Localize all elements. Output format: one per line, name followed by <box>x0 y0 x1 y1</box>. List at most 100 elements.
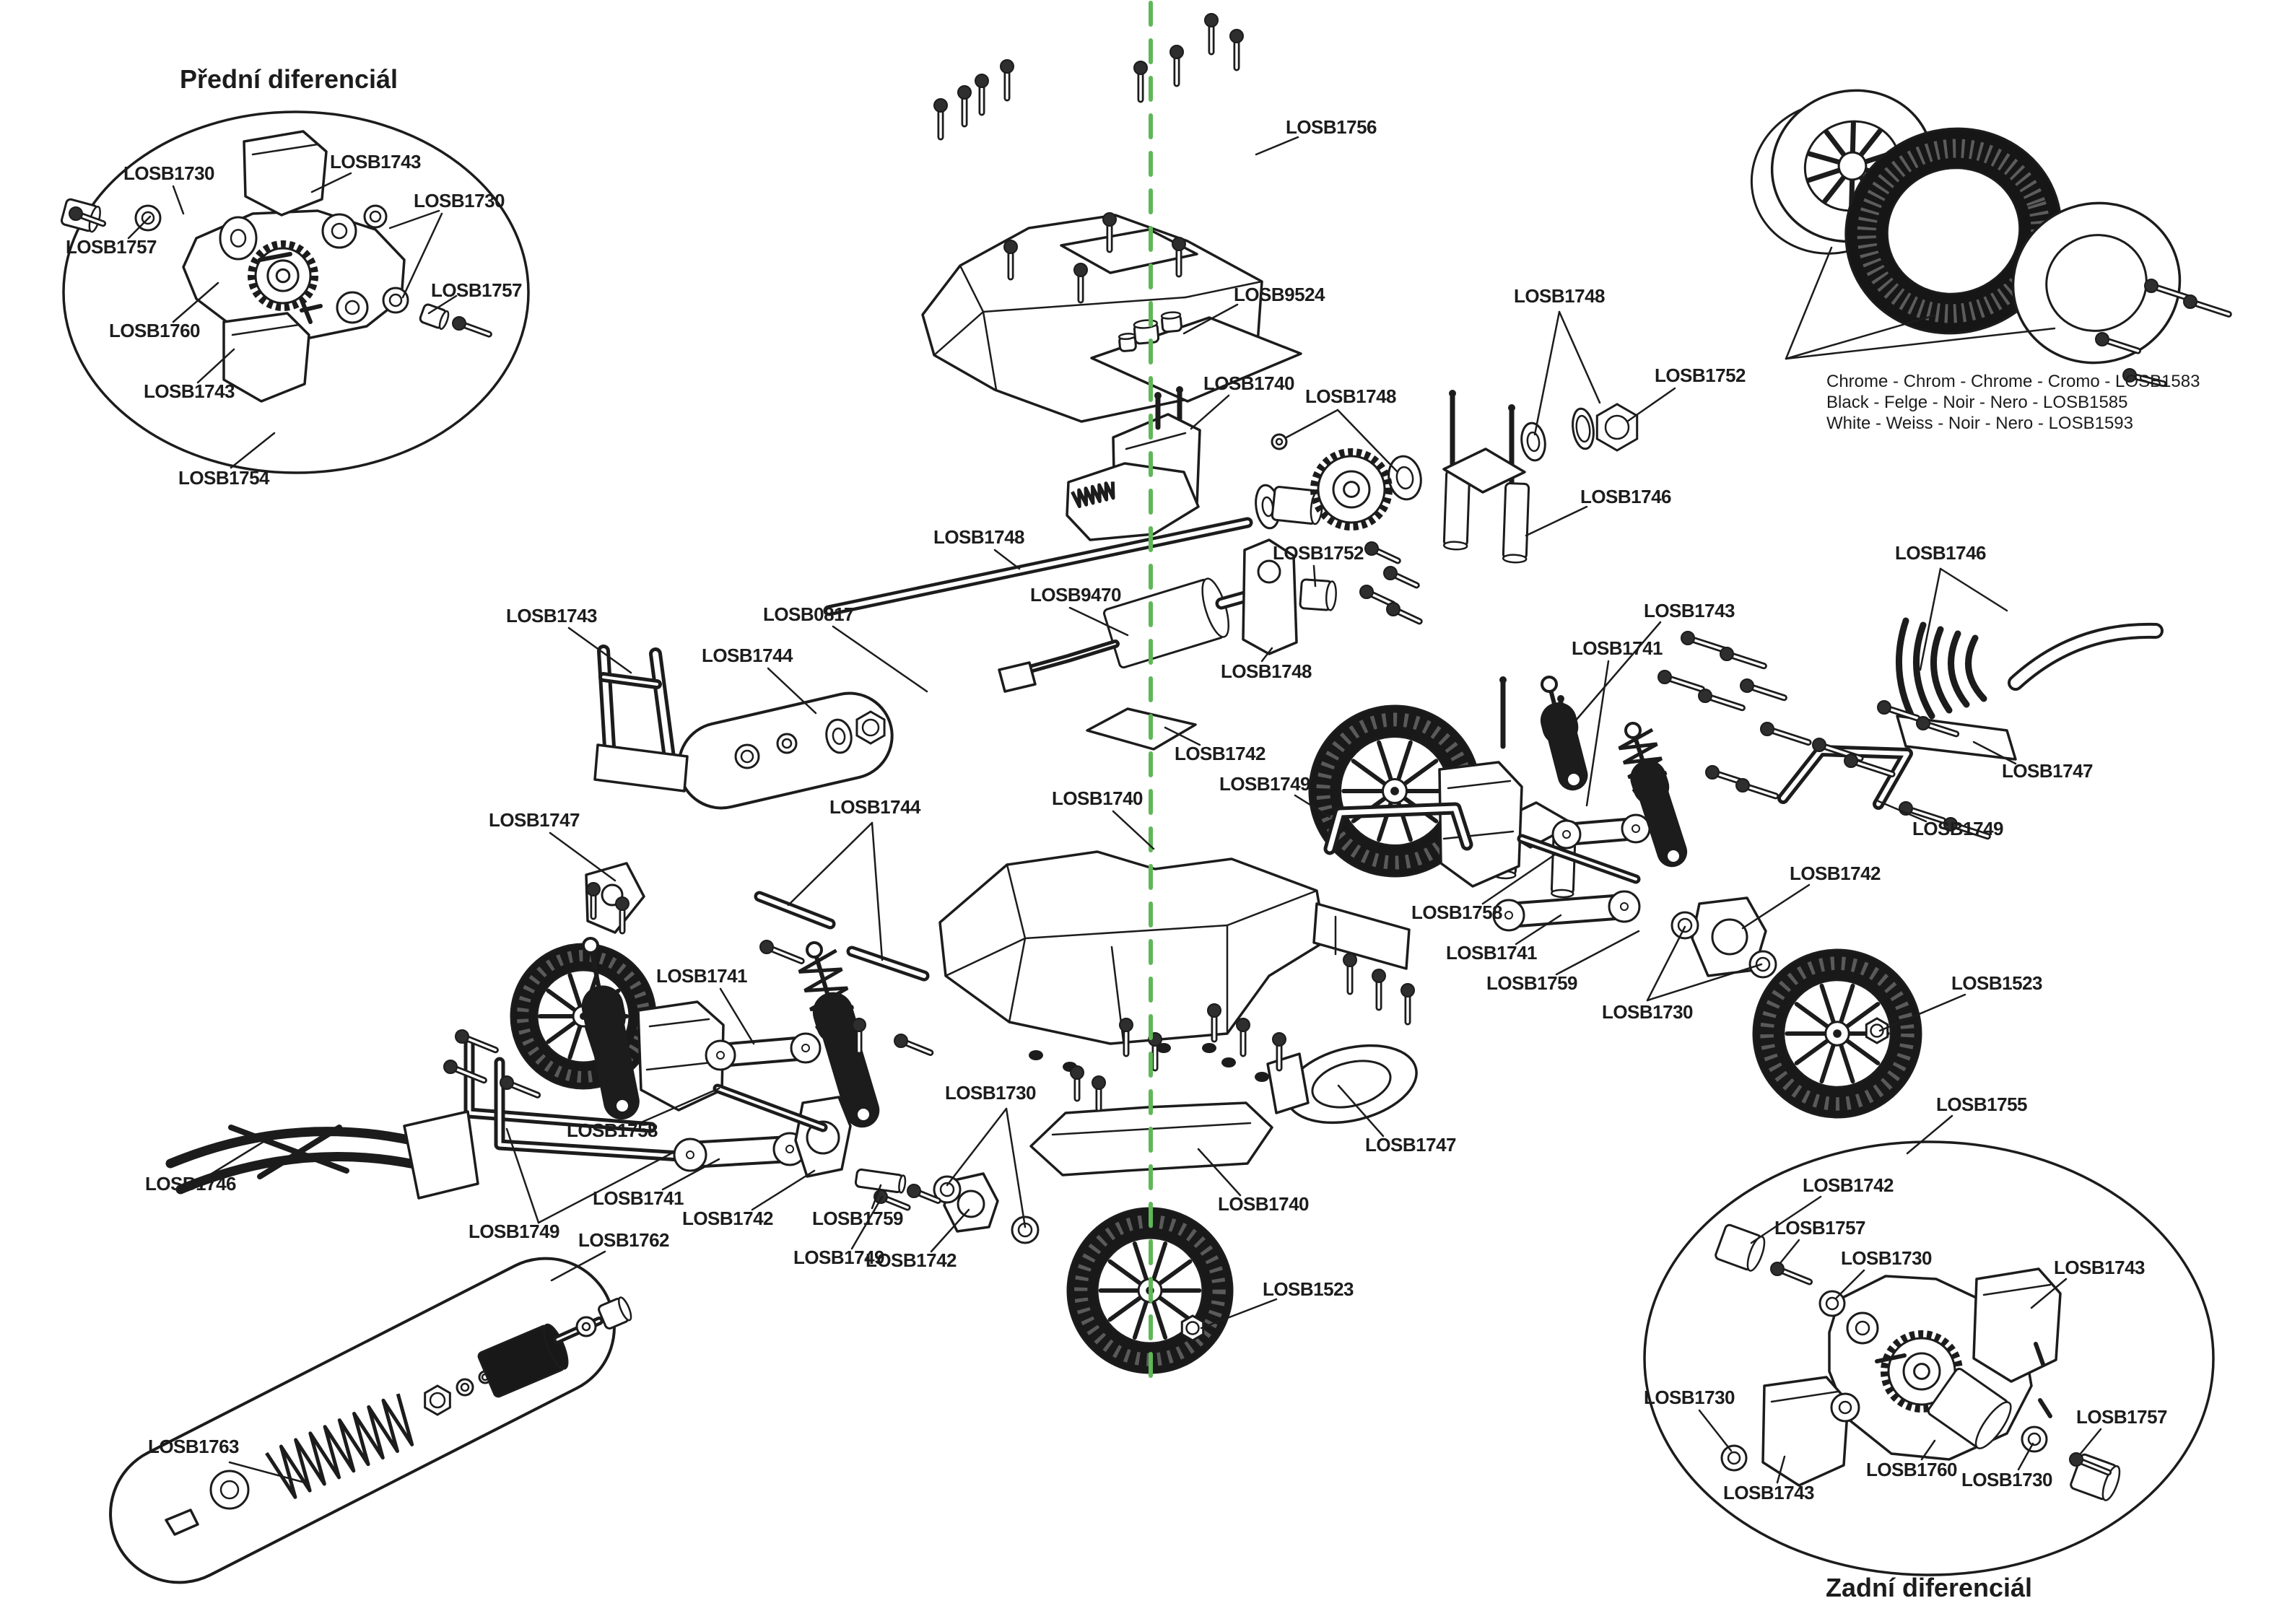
wheel-tire <box>1403 759 1439 786</box>
wheel-tire <box>1107 1259 1143 1285</box>
offroad-tire <box>1886 167 2021 295</box>
gearbox-half <box>1982 1283 2052 1296</box>
wheel-tire <box>1839 1043 1855 1084</box>
wheel-option-black: Black - Felge - Noir - Nero - LOSB1585 <box>1826 393 2127 412</box>
bearing <box>939 1182 955 1197</box>
leader-line <box>1626 387 1676 423</box>
part-label: LOSB1743 <box>506 605 597 627</box>
gearbox <box>648 1018 710 1028</box>
upper-arm <box>801 1044 810 1052</box>
part-label: LOSB1760 <box>109 320 200 341</box>
chassis-cover <box>933 310 985 357</box>
pinion-bushing <box>1325 580 1337 611</box>
bearing <box>1755 956 1771 972</box>
chassis-nuts <box>1221 1057 1236 1068</box>
rear-skid-fins <box>1965 634 1987 702</box>
leader-line <box>1112 810 1155 850</box>
wheel-tire <box>1390 787 1399 795</box>
diff-cross-pins <box>2034 1342 2045 1366</box>
part-label: LOSB1754 <box>178 467 270 489</box>
bearing <box>2027 1432 2042 1446</box>
part-label: LOSB1757 <box>2076 1406 2167 1428</box>
leader-line <box>1785 327 2056 360</box>
bearing <box>369 210 382 223</box>
leader-line <box>871 821 884 961</box>
leader-line <box>2030 1278 2068 1309</box>
leader-line <box>1878 993 1966 1032</box>
gearbox-half <box>243 130 328 217</box>
part-label: LOSB1740 <box>1203 372 1294 394</box>
leader-line <box>550 1250 606 1282</box>
leader-line <box>1585 660 1610 807</box>
wheel-tire <box>1794 1039 1829 1065</box>
diff-detail <box>1855 1320 1870 1336</box>
wheel-tire <box>546 1020 577 1044</box>
lower-arm <box>1499 896 1634 925</box>
chrome-rim <box>1806 151 1842 165</box>
part-label: LOSB1742 <box>1790 863 1881 884</box>
outdrive <box>1715 1223 1766 1272</box>
body-mount-ring <box>1285 1044 1418 1125</box>
cover-nut <box>861 718 880 737</box>
front-differential-title: Přední diferenciál <box>180 64 398 94</box>
chassis-nuts <box>1255 1072 1269 1082</box>
screw <box>1400 983 1415 997</box>
screw <box>1207 1003 1221 1018</box>
screw <box>1877 700 1891 715</box>
wheel-option-chrome: Chrome - Chrom - Chrome - Cromo - LOSB15… <box>1826 372 2200 391</box>
leader-line <box>505 1127 540 1224</box>
screw <box>1812 738 1826 752</box>
wheel-tire <box>1794 1002 1829 1029</box>
hub-cup <box>957 1189 985 1218</box>
diff-detail <box>344 300 360 315</box>
screw <box>1070 1065 1084 1080</box>
leader-line <box>930 1208 970 1253</box>
gearbox-half <box>1761 1376 1850 1487</box>
stub-axle <box>854 1168 907 1194</box>
shock-mount <box>1502 482 1530 560</box>
screw <box>1372 969 1386 983</box>
screw <box>933 98 948 113</box>
part-label: LOSB1748 <box>1305 385 1396 407</box>
bumper-brace <box>228 1125 349 1174</box>
body-mount-post <box>1266 1052 1310 1114</box>
rear-skid-fins <box>1895 617 1918 725</box>
rod-end <box>165 1509 199 1536</box>
leader-line <box>1285 409 1339 439</box>
o-ring <box>460 1382 470 1392</box>
screw <box>586 882 601 896</box>
esc-capacitor <box>1160 311 1182 320</box>
screw <box>1740 678 1754 693</box>
leader-line <box>1481 853 1556 905</box>
leader-line <box>1164 726 1201 746</box>
part-label: LOSB1748 <box>1221 660 1312 682</box>
screw <box>1383 566 1398 580</box>
hinge-pin <box>716 1087 824 1129</box>
screw <box>1386 602 1400 616</box>
wheel-tire <box>567 1024 583 1060</box>
leader-line <box>1919 567 1942 671</box>
leader-line <box>1255 136 1299 156</box>
part-label: LOSB1749 <box>793 1247 884 1268</box>
screw <box>1681 631 1695 645</box>
screw <box>1073 263 1088 277</box>
esc-capacitor <box>1133 319 1160 345</box>
screw <box>1916 716 1930 730</box>
part-label: LOSB1730 <box>414 190 505 211</box>
steering-assembly <box>1066 462 1200 541</box>
hinge-pin <box>757 894 832 926</box>
leader-line <box>1558 310 1601 404</box>
leader-line <box>310 172 352 193</box>
chassis-tub <box>1024 924 1229 940</box>
diff-cross-pins <box>300 304 323 313</box>
chassis-nuts <box>1202 1043 1216 1053</box>
leader-line <box>1785 314 1936 360</box>
part-label: LOSB1742 <box>682 1208 773 1229</box>
lower-arm <box>1620 902 1629 911</box>
leader-line <box>1200 1298 1278 1330</box>
lower-arm <box>686 1151 694 1159</box>
chrome-rim <box>1824 129 1847 158</box>
part-label: LOSB1755 <box>1936 1093 2027 1115</box>
screw <box>1133 61 1148 75</box>
